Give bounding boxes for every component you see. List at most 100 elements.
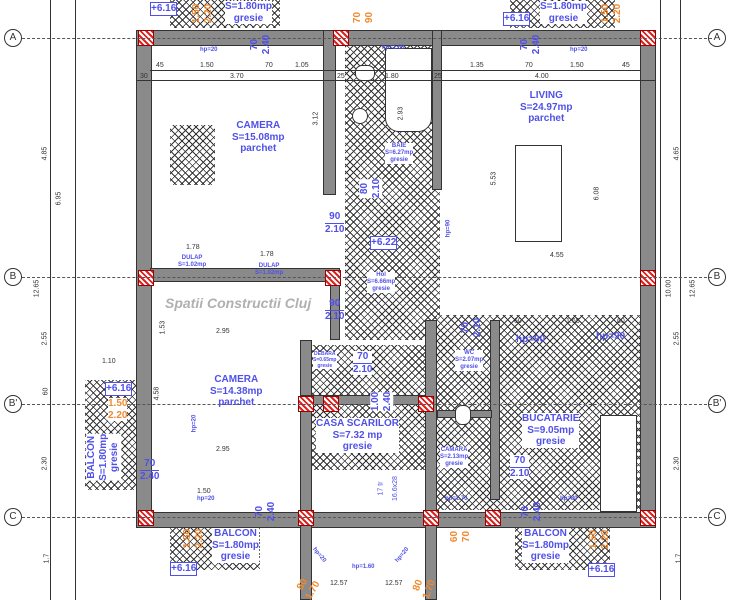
- dimension: 12.65: [33, 279, 41, 298]
- dimension: 5.53: [490, 171, 498, 186]
- grid-line: [680, 0, 681, 600]
- dimension: 1.50: [200, 62, 214, 69]
- axis-line: [22, 38, 712, 39]
- dimension: 1.50: [197, 488, 211, 495]
- dimension: 1.50: [570, 62, 584, 69]
- dimension: 12.65: [689, 279, 697, 298]
- dimension-line: [150, 70, 640, 71]
- sill-height: hp=80: [560, 496, 578, 502]
- axis-b2-left: B': [4, 395, 22, 413]
- dimension: 1.53: [159, 320, 167, 335]
- level-mark: +6.22: [370, 236, 398, 250]
- column: [485, 510, 501, 526]
- sill-height: hp=1.70: [445, 496, 468, 502]
- wall: [300, 340, 312, 600]
- dimension: 45: [156, 62, 164, 69]
- dimension: 30: [140, 73, 148, 80]
- dimension: 6.08: [593, 186, 601, 201]
- toilet: [355, 65, 375, 81]
- dimension: 17 tr: [377, 481, 385, 496]
- dimension: 10.00: [665, 279, 673, 298]
- facade-line: [660, 0, 661, 600]
- sill-height: hp=20: [191, 414, 198, 433]
- level-mark: +6.16: [588, 563, 616, 577]
- sill-height: hp=90: [596, 331, 626, 342]
- axis-b-right: B: [708, 268, 726, 286]
- wc-toilet: [455, 405, 471, 425]
- sill-height: hp=20: [197, 496, 215, 502]
- dimension: 2.93: [397, 106, 405, 121]
- dimension: 4.65: [673, 146, 681, 161]
- column: [298, 510, 314, 526]
- level-mark: +6.16: [105, 382, 133, 396]
- column: [138, 510, 154, 526]
- level-mark: +6.16: [170, 562, 198, 576]
- wall: [323, 30, 336, 195]
- dimension: 6.95: [55, 191, 63, 206]
- dimension: 1.65: [566, 318, 580, 325]
- sill-height: hp=20: [394, 546, 411, 564]
- dimension: 4.00: [535, 73, 549, 80]
- dimension: 2.30: [41, 456, 49, 471]
- dimension: 1.80: [385, 73, 399, 80]
- axis-a-left: A: [4, 29, 22, 47]
- dimension: 1.7: [675, 553, 683, 564]
- sill-height: hp=1.60: [382, 45, 405, 51]
- bed: [170, 125, 215, 185]
- sill-height: hp=20: [311, 546, 328, 564]
- column: [640, 270, 656, 286]
- dimension: 1.35: [470, 62, 484, 69]
- dimension: 25: [337, 73, 345, 80]
- sill-height: hp=1.60: [352, 564, 375, 570]
- axis-line: [22, 404, 712, 405]
- column: [423, 510, 439, 526]
- dimension: 12.57: [330, 580, 348, 587]
- dimension: 2.55: [673, 331, 681, 346]
- wall: [432, 30, 442, 190]
- dimension: 70: [265, 62, 273, 69]
- wall: [136, 512, 656, 528]
- column: [325, 270, 341, 286]
- axis-c-left: C: [4, 508, 22, 526]
- dimension: 1.78: [260, 251, 274, 258]
- level-mark: +6.16: [150, 2, 178, 16]
- column: [640, 510, 656, 526]
- dimension: 2.55: [41, 331, 49, 346]
- dimension: 2.95: [216, 446, 230, 453]
- dimension: 3.70: [230, 73, 244, 80]
- sill-height: hp=20: [200, 47, 218, 53]
- dimension: 4.85: [41, 146, 49, 161]
- dimension: 4.55: [550, 252, 564, 259]
- dimension: 25: [434, 73, 442, 80]
- dimension: 12.57: [385, 580, 403, 587]
